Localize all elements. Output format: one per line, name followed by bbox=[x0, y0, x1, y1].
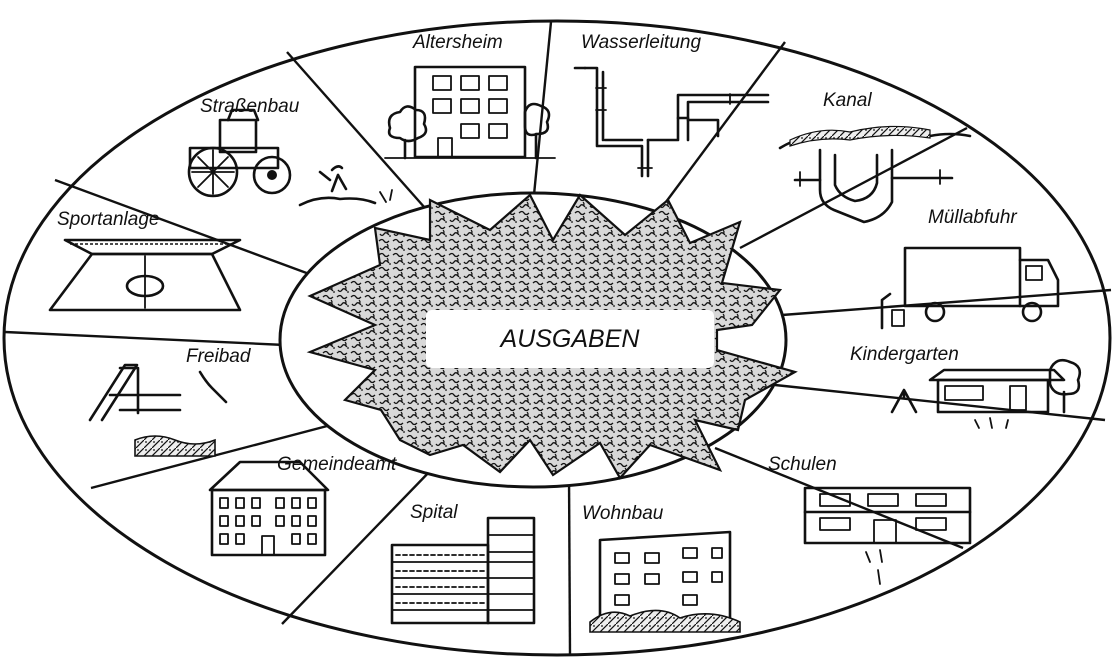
center-label: AUSGABEN bbox=[499, 325, 641, 353]
label-spital: Spital bbox=[410, 502, 458, 523]
label-strassenbau: Straßenbau bbox=[200, 96, 300, 117]
label-schulen: Schulen bbox=[768, 454, 837, 475]
label-sportanlage: Sportanlage bbox=[57, 209, 159, 230]
label-muellabfuhr: Müllabfuhr bbox=[928, 207, 1017, 228]
label-altersheim: Altersheim bbox=[412, 32, 503, 53]
label-kanal: Kanal bbox=[823, 90, 872, 111]
label-kindergarten: Kindergarten bbox=[850, 344, 959, 365]
label-freibad: Freibad bbox=[186, 346, 252, 367]
label-gemeindeamt: Gemeindeamt bbox=[277, 454, 397, 475]
label-wasserleitung: Wasserleitung bbox=[581, 32, 701, 53]
label-wohnbau: Wohnbau bbox=[582, 503, 664, 524]
